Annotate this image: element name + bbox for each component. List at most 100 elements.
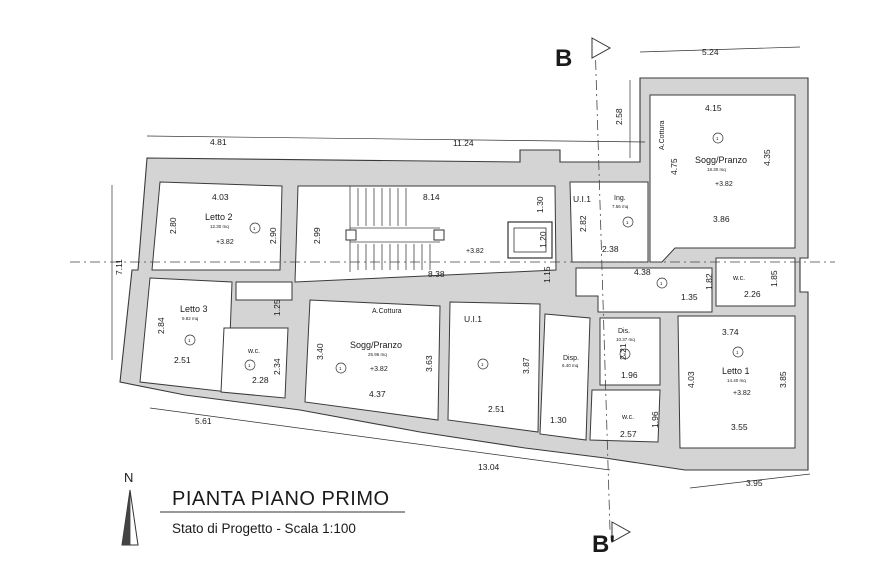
sogg-left-number: 1 bbox=[339, 366, 342, 371]
building-walls bbox=[119, 77, 809, 471]
section-line bbox=[70, 37, 835, 543]
dim-340: 3.40 bbox=[315, 343, 325, 360]
dim-258: 2.58 bbox=[614, 108, 624, 125]
sogg-left-cottura: A.Cottura bbox=[372, 308, 402, 315]
dim-711: 7.11 bbox=[114, 259, 124, 275]
letto1-number: 1 bbox=[736, 350, 739, 355]
north-arrow bbox=[121, 489, 139, 546]
letto2-level: +3.82 bbox=[216, 239, 234, 246]
sogg-right-level: +3.82 bbox=[715, 181, 733, 188]
dim-438: 4.38 bbox=[634, 267, 651, 277]
letto1-area: 14.40 mq bbox=[727, 378, 746, 383]
ingresso-unit-label: U.I.1 bbox=[573, 194, 591, 204]
ing-number: 1 bbox=[626, 220, 629, 225]
dim-814: 8.14 bbox=[423, 192, 440, 202]
letto2-number: 1 bbox=[253, 226, 256, 231]
letto1-level: +3.82 bbox=[733, 390, 751, 397]
room-hall-right bbox=[575, 267, 713, 313]
dim-838: 8.38 bbox=[428, 269, 445, 279]
north-label: N bbox=[124, 470, 133, 485]
dim-120: 1.20 bbox=[538, 231, 548, 248]
room-sogg-pranzo-right bbox=[649, 94, 796, 263]
dim-257: 2.57 bbox=[620, 429, 637, 439]
wc-mid-name: w.c. bbox=[732, 275, 745, 282]
dim-282: 2.82 bbox=[578, 215, 588, 232]
dim-226: 2.26 bbox=[744, 289, 761, 299]
dim-435: 4.35 bbox=[762, 149, 772, 166]
dim-284: 2.84 bbox=[156, 317, 166, 334]
room-center bbox=[447, 301, 541, 433]
room-disp bbox=[539, 313, 591, 441]
sogg-right-cottura: A.Cottura bbox=[659, 120, 666, 150]
sogg-right-name: Sogg/Pranzo bbox=[695, 155, 747, 165]
room-letto-1 bbox=[677, 315, 796, 449]
letto3-number: 1 bbox=[188, 338, 191, 343]
ing-area: 7.56 mq bbox=[612, 204, 629, 209]
dim-386: 3.86 bbox=[713, 214, 730, 224]
dim-115: 1.15 bbox=[542, 266, 552, 283]
room-sogg-pranzo-left bbox=[304, 299, 441, 421]
room-dis bbox=[599, 317, 661, 386]
room-letto-2 bbox=[151, 181, 283, 271]
dim-524: 5.24 bbox=[702, 47, 719, 57]
wc-bottom-name: w.c. bbox=[621, 414, 634, 421]
sogg-right-number: 1 bbox=[716, 136, 719, 141]
room-corridor-left bbox=[235, 281, 293, 301]
dim-1124: 11.24 bbox=[453, 138, 474, 148]
room-wc-bottom bbox=[589, 389, 661, 443]
dim-385: 3.85 bbox=[778, 371, 788, 388]
dim-185: 1.85 bbox=[769, 270, 779, 287]
letto1-name: Letto 1 bbox=[722, 366, 750, 376]
dim-415: 4.15 bbox=[705, 103, 722, 113]
wc-left-number: 1 bbox=[248, 363, 251, 368]
dimension-labels: 4.81 11.24 2.58 5.24 7.11 4.03 2.80 2.90… bbox=[114, 47, 788, 488]
dim-355: 3.55 bbox=[731, 422, 748, 432]
dim-196b: 1.96 bbox=[650, 411, 660, 428]
dim-290: 2.90 bbox=[268, 227, 278, 244]
section-label-top: B bbox=[555, 45, 572, 72]
dim-238: 2.38 bbox=[602, 244, 619, 254]
dim-374: 3.74 bbox=[722, 327, 739, 337]
dim-299: 2.99 bbox=[312, 227, 322, 244]
dim-387: 3.87 bbox=[521, 357, 531, 374]
section-label-bottom: B' bbox=[592, 531, 615, 558]
staircase bbox=[345, 186, 553, 272]
dim-251b: 2.51 bbox=[488, 404, 505, 414]
sogg-left-name: Sogg/Pranzo bbox=[350, 340, 402, 350]
sogg-left-level: +3.82 bbox=[370, 366, 388, 373]
dim-234: 2.34 bbox=[272, 358, 282, 375]
dim-403a: 4.03 bbox=[212, 192, 229, 202]
ing-name: Ing. bbox=[614, 195, 626, 202]
room-wc-mid bbox=[715, 257, 796, 307]
dim-437: 4.37 bbox=[369, 389, 386, 399]
dim-561: 5.61 bbox=[195, 416, 212, 426]
room-letto-3 bbox=[139, 277, 233, 393]
stair-level: +3.82 bbox=[466, 248, 484, 255]
room-ingresso bbox=[569, 181, 649, 263]
letto2-name: Letto 2 bbox=[205, 212, 233, 222]
dim-1304: 13.04 bbox=[478, 462, 500, 472]
center-unit-label: U.I.1 bbox=[464, 314, 482, 324]
disp-area: 6.40 mq bbox=[562, 363, 579, 368]
sogg-left-area: 25.96 mq bbox=[368, 352, 387, 357]
dis-area: 10.37 mq bbox=[616, 337, 635, 342]
dim-221: 2.21 bbox=[618, 343, 628, 360]
plan-subtitle: Stato di Progetto - Scala 1:100 bbox=[172, 521, 356, 536]
dim-130a: 1.30 bbox=[535, 196, 545, 213]
disp-name: Disp. bbox=[563, 355, 579, 362]
room-stair bbox=[294, 185, 557, 283]
dim-395: 3.95 bbox=[746, 478, 763, 488]
wc-left-name: w.c. bbox=[247, 348, 260, 355]
corridor-number: 1 bbox=[660, 281, 663, 286]
dim-481: 4.81 bbox=[210, 137, 227, 147]
dim-403b: 4.03 bbox=[686, 371, 696, 388]
dim-280: 2.80 bbox=[168, 217, 178, 234]
dim-228: 2.28 bbox=[252, 375, 269, 385]
dis-name: Dis. bbox=[618, 328, 630, 335]
dim-196a: 1.96 bbox=[621, 370, 638, 380]
dim-130b: 1.30 bbox=[550, 415, 567, 425]
dimension-lines bbox=[111, 46, 811, 489]
center-number: 1 bbox=[481, 362, 484, 367]
dim-135: 1.35 bbox=[681, 292, 698, 302]
